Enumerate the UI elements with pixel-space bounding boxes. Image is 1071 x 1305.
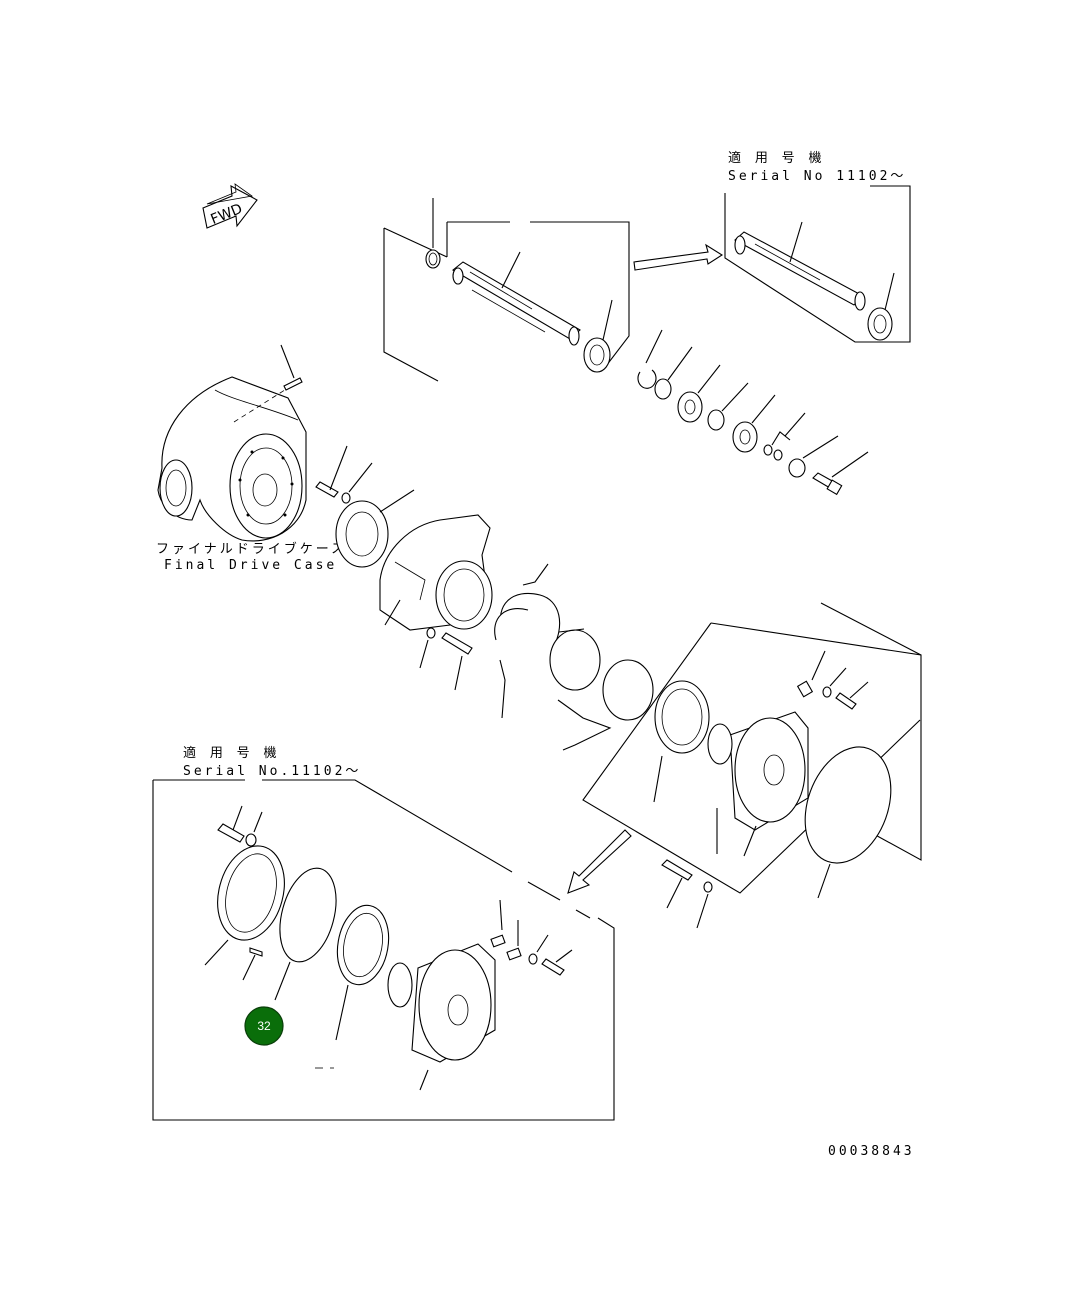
fwd-label: FWD <box>208 201 244 228</box>
callout-32-label: 32 <box>257 1019 271 1033</box>
seal-ring-top <box>425 198 441 269</box>
sleeve-leader <box>557 699 612 751</box>
bearing-top <box>583 299 613 373</box>
change-arrow-icon <box>633 243 724 271</box>
bottom-left-serial-note-en: Serial No.11102～ <box>183 764 361 779</box>
sleeve-1 <box>549 628 601 691</box>
fwd-arrow-icon: FWD <box>202 183 258 229</box>
drive-shaft <box>452 251 581 346</box>
snap-ring <box>637 329 663 389</box>
hub-bolt-bottom <box>661 859 713 929</box>
case-bolt <box>315 445 373 504</box>
end-bolt <box>812 451 869 496</box>
dowel-pin <box>280 344 303 391</box>
new-shaft-frame <box>724 185 911 343</box>
new-bearing <box>335 904 390 1041</box>
hub-cover <box>707 711 809 857</box>
top-right-serial-note-jp: 適 用 号 機 <box>728 150 824 166</box>
carrier-housing <box>379 514 493 631</box>
bushing-2 <box>707 382 749 431</box>
new-hub-small-parts <box>490 899 573 976</box>
washer-end <box>788 435 839 478</box>
new-hub-frame <box>152 779 615 1121</box>
gear-small-1 <box>677 364 721 423</box>
housing-bolt <box>419 627 473 691</box>
large-o-ring <box>804 746 892 899</box>
drawing-number: 00038843 <box>828 1144 915 1159</box>
callout-32[interactable]: 32 <box>244 1006 284 1046</box>
hub-bearing <box>653 680 710 803</box>
large-bearing <box>335 489 415 568</box>
thrust-washer <box>494 563 561 719</box>
sleeve-2 <box>602 659 654 721</box>
new-o-ring <box>274 867 337 1001</box>
hub-small-parts <box>796 650 869 710</box>
top-right-serial-note-en: Serial No 11102～ <box>728 169 906 184</box>
bushing <box>654 346 693 400</box>
final-drive-case <box>157 376 307 542</box>
new-cover-plate <box>204 845 285 981</box>
change-arrow-down-icon <box>567 829 632 894</box>
new-hub-cover <box>387 943 496 1091</box>
washers-small <box>763 412 806 461</box>
new-bolt-top <box>217 805 263 847</box>
bottom-left-serial-note-jp: 適 用 号 機 <box>183 745 279 761</box>
case-label-en: Final Drive Case <box>164 558 337 573</box>
gear-small-2 <box>732 394 776 453</box>
case-label-jp: ファイナルドライブケース <box>156 541 347 557</box>
